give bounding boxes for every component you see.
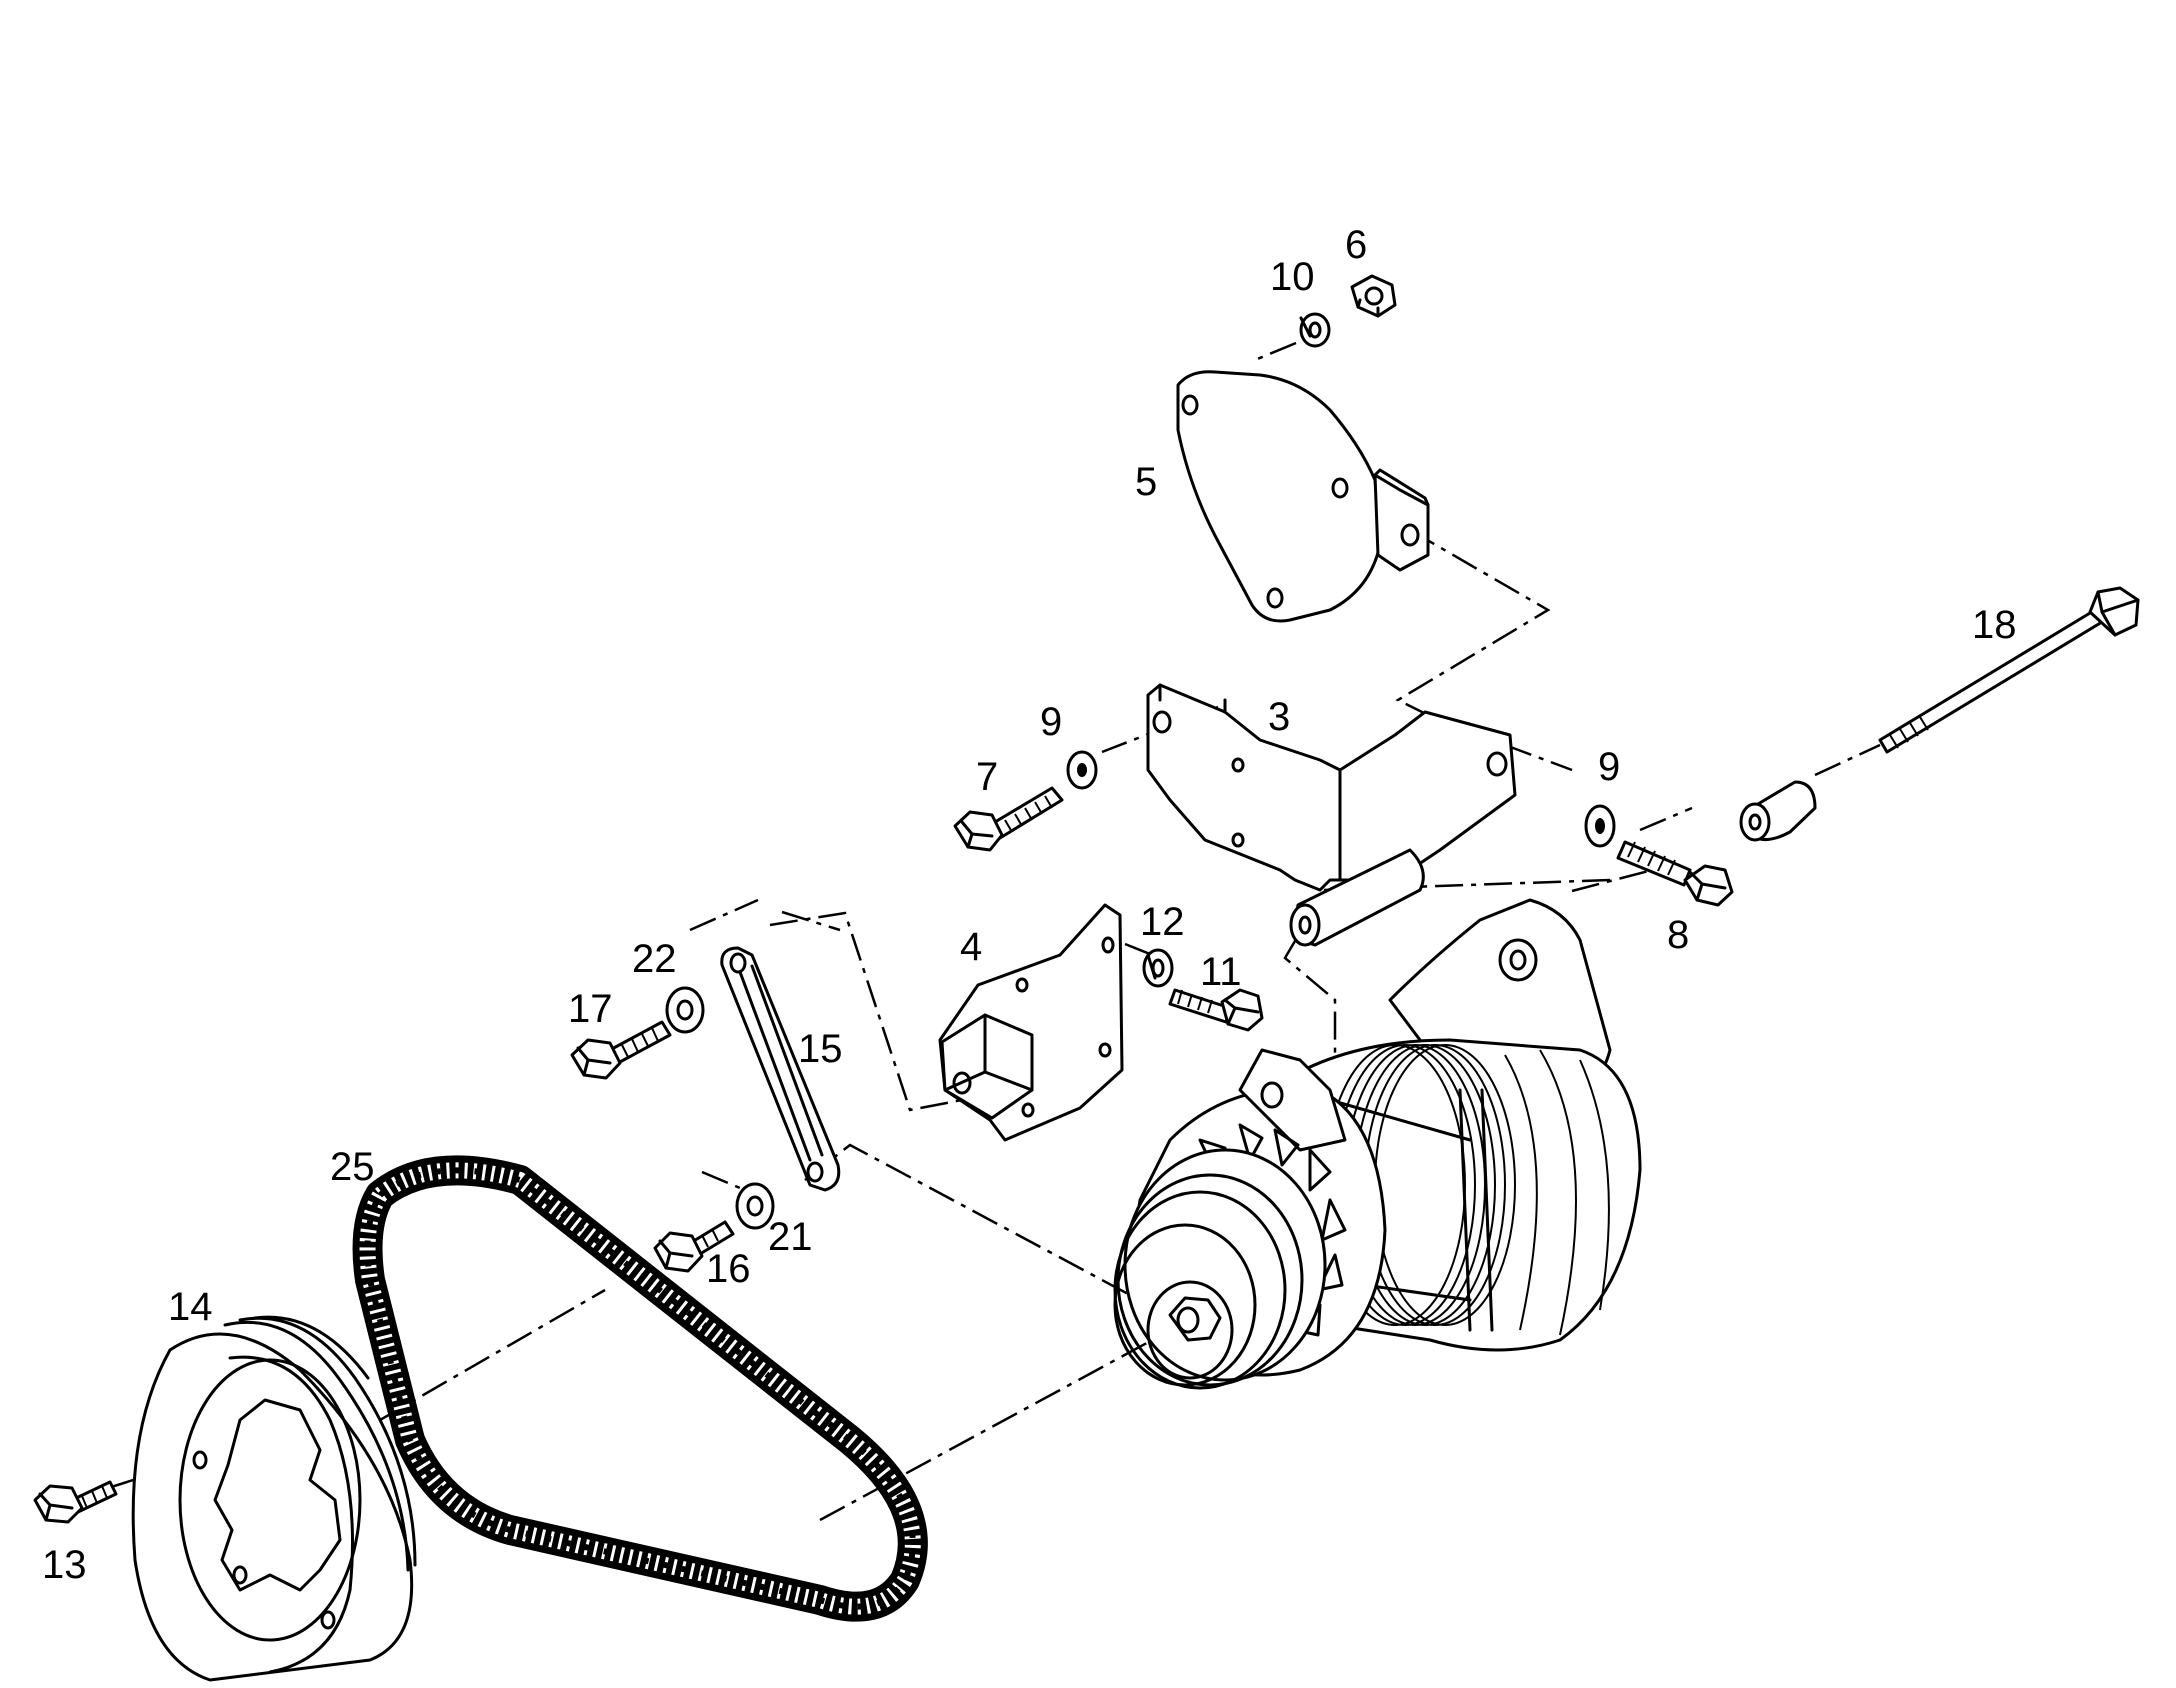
alternator-shaft-nut: [1168, 1296, 1222, 1342]
callout-18: 18: [1972, 603, 2017, 647]
callout-8: 8: [1667, 913, 1689, 957]
part-12-lock-washer: [1142, 948, 1174, 988]
callout-17: 17: [568, 987, 613, 1031]
part-14-crank-pulley: [131, 1315, 417, 1682]
alternator-assembly: [1113, 898, 1642, 1390]
callout-22: 22: [632, 937, 677, 981]
part-10-lock-washer: [1299, 312, 1331, 348]
part-7-bolt: [953, 786, 1064, 852]
callout-16: 16: [706, 1247, 751, 1291]
part-9-washer-left: [1066, 750, 1098, 790]
part-5-bracket-plate: [1176, 370, 1430, 623]
part-11-bolt: [1168, 988, 1264, 1032]
callout-4: 4: [960, 925, 982, 969]
part-25-drive-belt: [352, 1155, 928, 1622]
part-15-adjusting-link: [720, 946, 841, 1192]
callout-10: 10: [1270, 255, 1315, 299]
part-6-nut: [1350, 274, 1397, 318]
part-22-spacer: [665, 986, 705, 1034]
part-18-long-bolt-and-spacer: [1739, 586, 2140, 842]
callout-labels: 3 4 5 6 7 8 9 9 10 11 12 13 14 15 16 17 …: [42, 223, 2017, 1587]
part-16-bolt: [653, 1220, 735, 1273]
callout-6: 6: [1345, 223, 1367, 267]
part-8-bolt: [1616, 840, 1734, 907]
callout-9-right: 9: [1598, 745, 1620, 789]
part-17-bolt: [570, 1020, 672, 1080]
callout-21: 21: [768, 1215, 813, 1259]
callout-12: 12: [1140, 900, 1185, 944]
callout-11: 11: [1200, 950, 1242, 994]
part-9-washer-right: [1584, 804, 1616, 848]
callout-9-left: 9: [1040, 700, 1062, 744]
part-4-tension-bracket: [938, 903, 1124, 1142]
callout-7: 7: [976, 755, 998, 799]
part-13-bolt: [33, 1480, 118, 1524]
callout-5: 5: [1135, 460, 1157, 504]
callout-3: 3: [1268, 695, 1290, 739]
callout-25: 25: [330, 1145, 375, 1189]
part-3-support-bracket: [1146, 683, 1517, 947]
callout-15: 15: [798, 1027, 843, 1071]
part-21-spacer: [735, 1182, 775, 1230]
callout-13: 13: [42, 1543, 87, 1587]
callout-14: 14: [168, 1285, 213, 1329]
